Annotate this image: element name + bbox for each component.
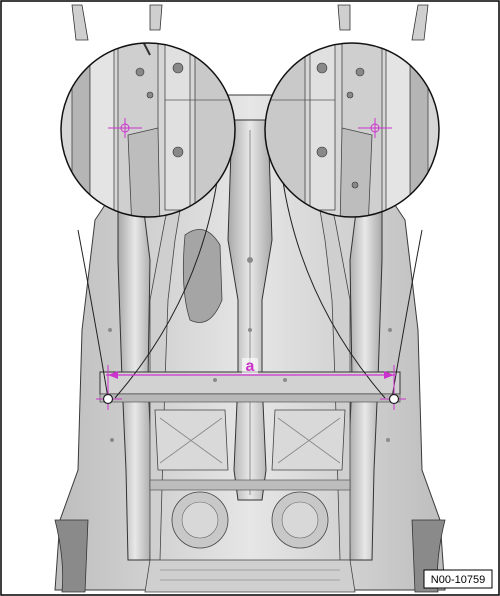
arrow-left <box>108 371 118 379</box>
detail-circle-left <box>60 42 236 218</box>
dimension-label: a <box>246 358 255 375</box>
measuring-point-left <box>96 389 122 410</box>
measuring-point-right <box>380 389 406 410</box>
detail-circle-right <box>264 42 440 218</box>
figure-code: N00-10759 <box>431 574 485 586</box>
figure-code-box: N00-10759 <box>423 569 493 589</box>
arrow-right <box>384 371 394 379</box>
vehicle-underbody <box>54 94 446 593</box>
detail-leader-lines <box>77 174 423 399</box>
detail-measure-marks <box>108 118 392 138</box>
